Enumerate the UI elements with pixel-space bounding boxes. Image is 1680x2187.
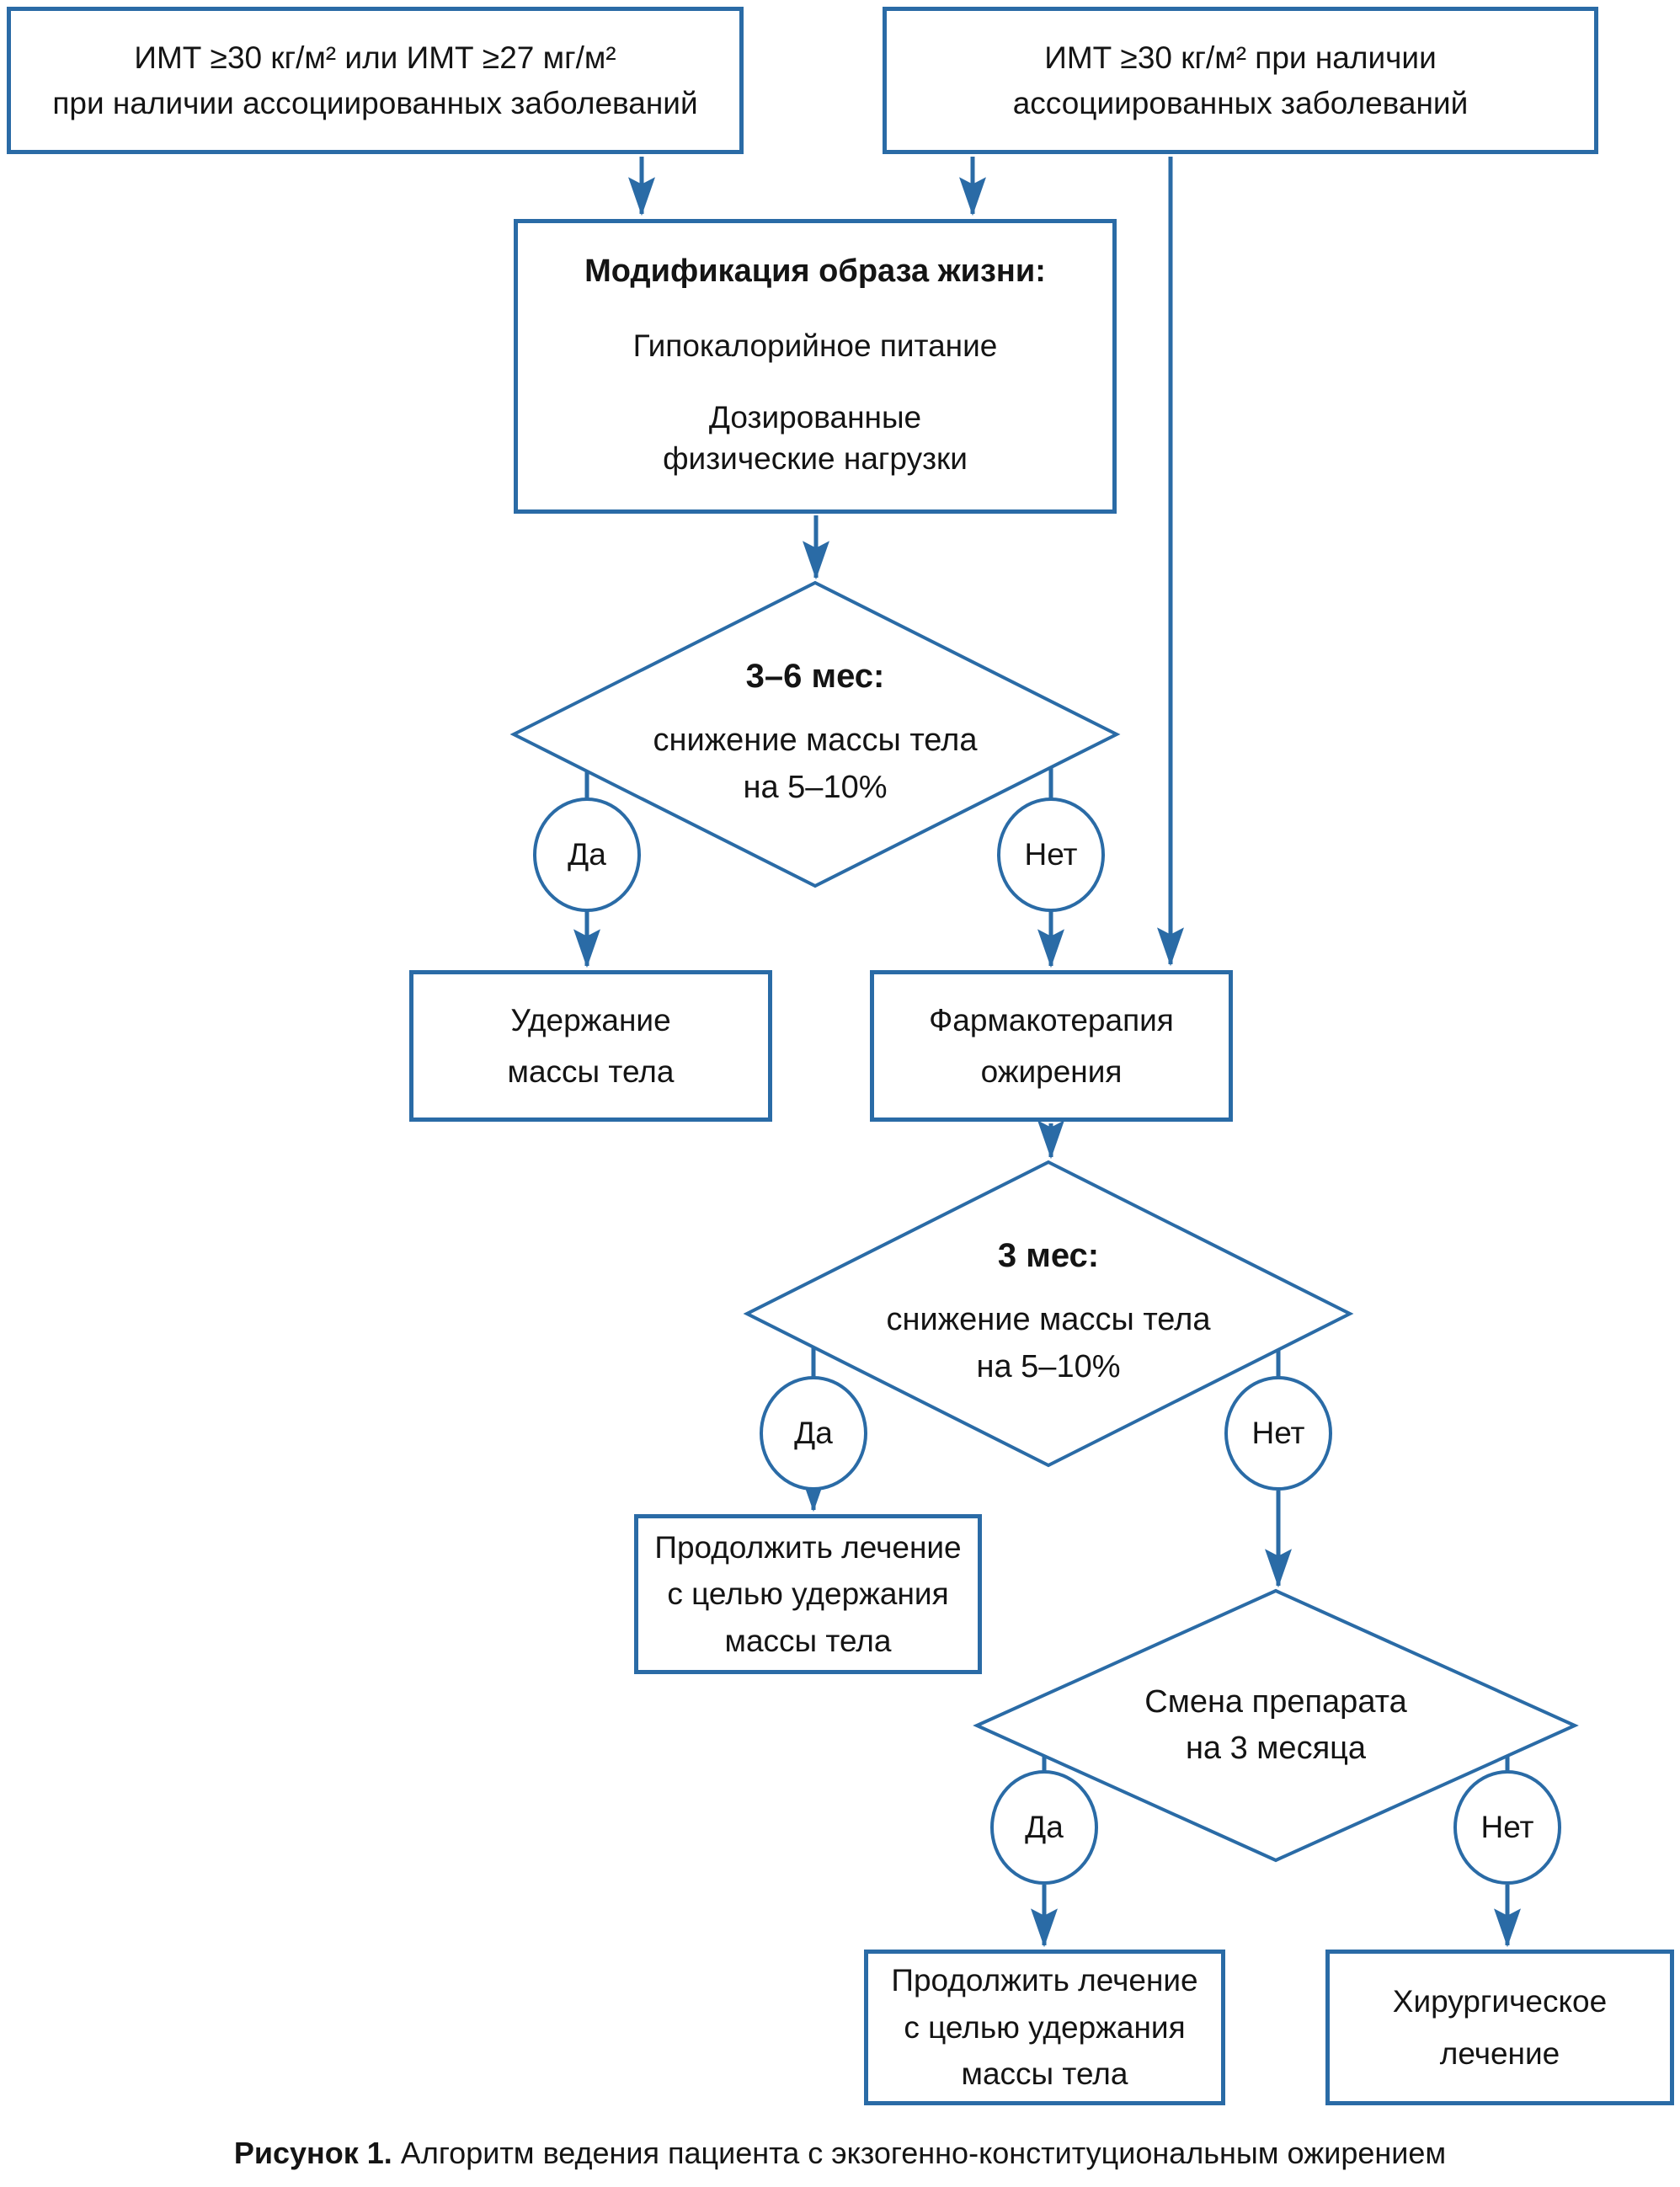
surgery-line1: Хирургическое — [1392, 1984, 1608, 2019]
continue2-line1: Продолжить лечение — [891, 1963, 1198, 1998]
bmi-right-line2: ассоциированных заболеваний — [1012, 85, 1469, 120]
bmi-left-line1: ИМТ ≥30 кг/м² или ИМТ ≥27 мг/м² — [134, 40, 616, 75]
decision1-yes-oval — [533, 797, 641, 912]
decision1-diamond — [509, 580, 1121, 888]
figure-caption: Рисунок 1. Алгоритм ведения пациента с э… — [0, 2136, 1680, 2171]
lifestyle-item-exercise-line2: физические нагрузки — [663, 440, 968, 476]
pharmacotherapy-box: Фармакотерапия ожирения — [870, 970, 1233, 1122]
decision1-no-oval — [997, 797, 1105, 912]
decision3-yes-oval — [990, 1770, 1098, 1885]
bmi-criteria-left-box: ИМТ ≥30 кг/м² или ИМТ ≥27 мг/м² при нали… — [7, 7, 744, 154]
pharma-line2: ожирения — [980, 1054, 1123, 1089]
decision3-yes-label: Да — [1025, 1810, 1064, 1844]
continue1-line3: массы тела — [724, 1623, 892, 1658]
decision1-no-label: Нет — [1024, 837, 1078, 872]
pharma-line1: Фармакотерапия — [929, 1002, 1174, 1037]
lifestyle-modification-box: Модификация образа жизни: Гипокалорийное… — [514, 219, 1117, 514]
lifestyle-item-diet: Гипокалорийное питание — [632, 328, 998, 364]
maintain-line2: массы тела — [507, 1054, 675, 1089]
figure-caption-text: Алгоритм ведения пациента с экзогенно-ко… — [400, 2136, 1447, 2170]
continue-treatment-box-2: Продолжить лечение с целью удержания мас… — [864, 1950, 1225, 2105]
continue2-line2: с целью удержания — [904, 2009, 1186, 2045]
bmi-criteria-right-box: ИМТ ≥30 кг/м² при наличии ассоциированны… — [883, 7, 1598, 154]
decision2-yes-oval — [760, 1376, 867, 1491]
lifestyle-item-exercise: Дозированные физические нагрузки — [663, 397, 968, 478]
decision2-diamond — [743, 1160, 1354, 1468]
continue1-line2: с целью удержания — [667, 1576, 949, 1612]
decision2-yes-label: Да — [794, 1416, 833, 1450]
lifestyle-title: Модификация образа жизни: — [584, 253, 1046, 290]
bmi-left-line2: при наличии ассоциированных заболеваний — [52, 85, 698, 120]
decision3-no-oval — [1453, 1770, 1561, 1885]
surgery-box: Хирургическое лечение — [1325, 1950, 1674, 2105]
surgery-line2: лечение — [1439, 2035, 1560, 2071]
continue1-line1: Продолжить лечение — [654, 1529, 962, 1565]
decision2-no-oval — [1224, 1376, 1332, 1491]
continue2-line3: массы тела — [961, 2056, 1128, 2092]
continue-treatment-box-1: Продолжить лечение с целью удержания мас… — [634, 1514, 982, 1674]
decision3-no-label: Нет — [1480, 1810, 1534, 1844]
figure-caption-label: Рисунок 1. — [233, 2136, 392, 2170]
decision1-yes-label: Да — [568, 837, 606, 872]
bmi-right-line1: ИМТ ≥30 кг/м² при наличии — [1044, 40, 1437, 75]
decision2-no-label: Нет — [1251, 1416, 1305, 1450]
lifestyle-item-exercise-line1: Дозированные — [708, 400, 922, 435]
maintain-weight-box: Удержание массы тела — [409, 970, 772, 1122]
maintain-line1: Удержание — [510, 1002, 671, 1037]
decision3-diamond — [973, 1588, 1579, 1863]
